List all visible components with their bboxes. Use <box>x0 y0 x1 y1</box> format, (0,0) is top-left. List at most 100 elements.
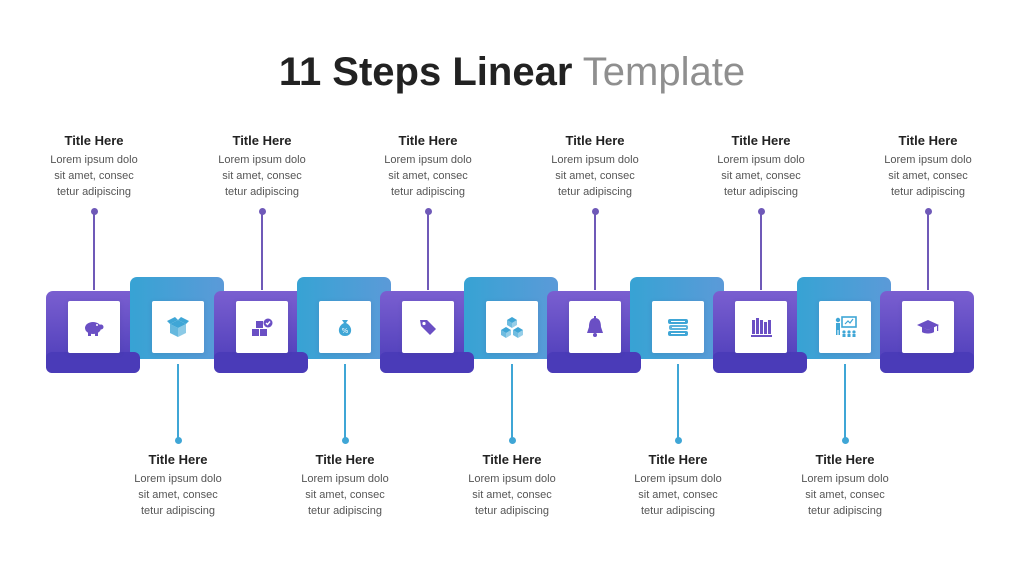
step-4-icon-box: % <box>319 301 371 353</box>
step-6-icon-box <box>486 301 538 353</box>
step-8-title: Title Here <box>648 452 708 467</box>
step-1-connector <box>93 212 95 290</box>
step-6-connector <box>511 364 513 440</box>
step-8-line-3: tetur adipiscing <box>641 505 715 517</box>
step-10-dot <box>841 437 849 444</box>
step-2-line-2: sit amet, consec <box>138 489 218 501</box>
step-7-line-1: Lorem ipsum dolo <box>551 154 639 166</box>
step-7-title: Title Here <box>565 133 625 148</box>
step-3-icon-box <box>236 301 288 353</box>
step-10-line-1: Lorem ipsum dolo <box>801 473 889 485</box>
step-1-line-1: Lorem ipsum dolo <box>50 154 138 166</box>
step-11-line-2: sit amet, consec <box>888 170 968 182</box>
ribbon-base-7 <box>547 352 641 373</box>
step-9-dot <box>757 208 765 215</box>
step-5-line-1: Lorem ipsum dolo <box>384 154 472 166</box>
step-8-line-1: Lorem ipsum dolo <box>634 473 722 485</box>
step-5-title: Title Here <box>398 133 458 148</box>
step-5-icon-box <box>402 301 454 353</box>
step-2-line-3: tetur adipiscing <box>141 505 215 517</box>
step-6-title: Title Here <box>482 452 542 467</box>
step-3-dot <box>258 208 266 215</box>
step-10-line-2: sit amet, consec <box>805 489 885 501</box>
presentation-icon <box>835 316 857 337</box>
step-7-line-2: sit amet, consec <box>555 170 635 182</box>
step-9-line-1: Lorem ipsum dolo <box>717 154 805 166</box>
step-2-connector <box>177 364 179 440</box>
step-9-connector <box>760 212 762 290</box>
step-9-line-2: sit amet, consec <box>721 170 801 182</box>
step-4-line-3: tetur adipiscing <box>308 505 382 517</box>
step-11-description: Lorem ipsum dolo sit amet, consec tetur ad… <box>858 152 998 200</box>
step-6-line-2: sit amet, consec <box>472 489 552 501</box>
step-11-line-1: Lorem ipsum dolo <box>884 154 972 166</box>
step-8-dot <box>674 437 682 444</box>
step-11-connector <box>927 212 929 290</box>
ribbon-base-5 <box>380 352 474 373</box>
bookshelf-icon <box>751 318 772 337</box>
step-3-title: Title Here <box>232 133 292 148</box>
step-2-icon-box <box>152 301 204 353</box>
step-1-dot <box>90 208 98 215</box>
step-8-description: Lorem ipsum dolo sit amet, consec tetur ad… <box>608 471 748 519</box>
open-box-icon <box>167 317 189 337</box>
step-11-title: Title Here <box>898 133 958 148</box>
step-6-line-1: Lorem ipsum dolo <box>468 473 556 485</box>
step-11-icon-box <box>902 301 954 353</box>
step-11-line-3: tetur adipiscing <box>891 186 965 198</box>
piggy-bank-icon <box>85 322 104 336</box>
step-11-dot <box>924 208 932 215</box>
money-bag-icon: % <box>338 320 352 336</box>
book-stack-icon <box>668 319 688 336</box>
ribbon-base-3 <box>214 352 308 373</box>
boxes-check-icon <box>252 318 273 336</box>
ribbon-base-11 <box>880 352 974 373</box>
step-5-line-2: sit amet, consec <box>388 170 468 182</box>
step-7-connector <box>594 212 596 290</box>
step-10-icon-box <box>819 301 871 353</box>
step-2-description: Lorem ipsum dolo sit amet, consec tetur ad… <box>108 471 248 519</box>
step-4-dot <box>341 437 349 444</box>
step-2-title: Title Here <box>148 452 208 467</box>
step-1-icon-box <box>68 301 120 353</box>
step-1-title: Title Here <box>64 133 124 148</box>
step-4-connector <box>344 364 346 440</box>
step-4-title: Title Here <box>315 452 375 467</box>
step-9-line-3: tetur adipiscing <box>724 186 798 198</box>
step-5-line-3: tetur adipiscing <box>391 186 465 198</box>
step-7-dot <box>591 208 599 215</box>
svg-text:%: % <box>342 327 349 335</box>
ribbon-base-9 <box>713 352 807 373</box>
step-2-line-1: Lorem ipsum dolo <box>134 473 222 485</box>
step-8-connector <box>677 364 679 440</box>
step-3-line-3: tetur adipiscing <box>225 186 299 198</box>
step-5-dot <box>424 208 432 215</box>
step-9-icon-box <box>735 301 787 353</box>
step-3-connector <box>261 212 263 290</box>
cubes-icon <box>501 317 523 338</box>
step-1-line-2: sit amet, consec <box>54 170 134 182</box>
step-1-description: Lorem ipsum dolo sit amet, consec tetur ad… <box>24 152 164 200</box>
step-3-line-1: Lorem ipsum dolo <box>218 154 306 166</box>
step-7-icon-box <box>569 301 621 353</box>
step-3-line-2: sit amet, consec <box>222 170 302 182</box>
step-10-line-3: tetur adipiscing <box>808 505 882 517</box>
step-1-line-3: tetur adipiscing <box>57 186 131 198</box>
step-10-description: Lorem ipsum dolo sit amet, consec tetur ad… <box>775 471 915 519</box>
step-10-title: Title Here <box>815 452 875 467</box>
ribbon-base-1 <box>46 352 140 373</box>
step-8-line-2: sit amet, consec <box>638 489 718 501</box>
step-6-dot <box>508 437 516 444</box>
